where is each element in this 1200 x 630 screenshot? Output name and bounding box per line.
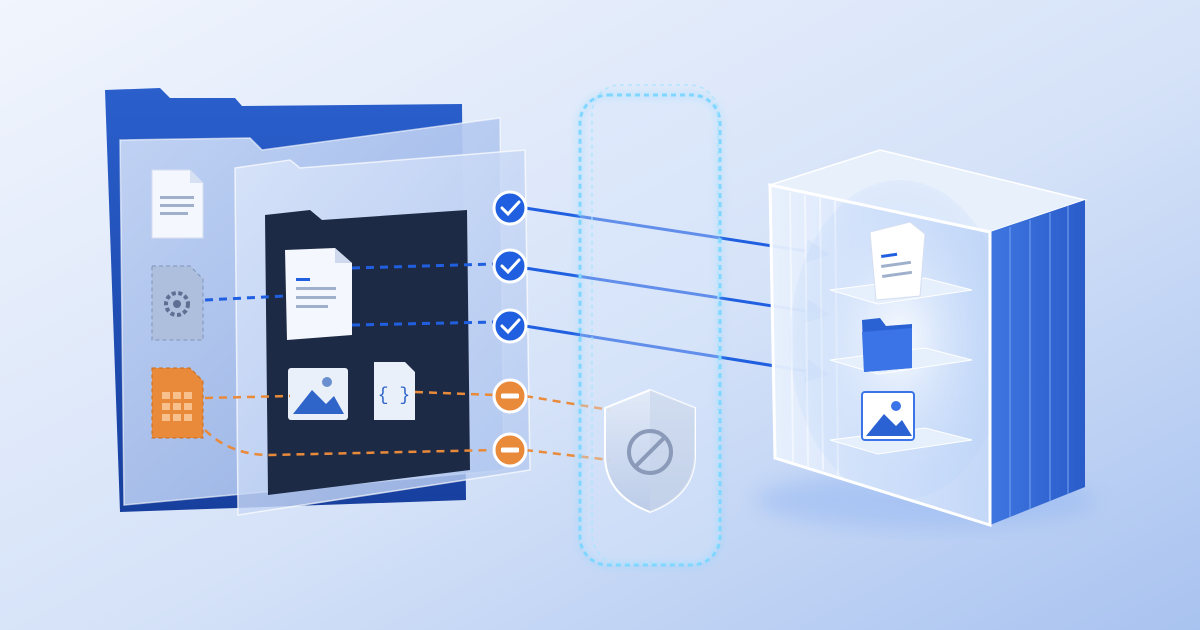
block-marker-2 <box>492 432 528 468</box>
checkmark-icon <box>500 258 521 275</box>
destination-storage <box>755 149 1095 528</box>
image-icon <box>861 391 915 441</box>
source-folder-front: { } <box>234 149 531 516</box>
filter-markers <box>492 190 528 468</box>
check-marker-2 <box>492 248 528 284</box>
check-marker-3 <box>492 308 528 344</box>
shelf-folders <box>829 318 973 375</box>
document-icon <box>151 169 204 239</box>
folder-icon <box>862 318 912 372</box>
minus-icon <box>501 393 519 399</box>
checkmark-icon <box>500 200 521 217</box>
blocked-flows <box>204 390 611 462</box>
checkmark-icon <box>500 318 521 335</box>
block-marker-1 <box>492 378 528 414</box>
text-document-icon <box>285 248 352 340</box>
code-file-icon: { } <box>374 362 415 420</box>
document-icon <box>869 221 926 301</box>
shield-blocked-icon <box>604 388 696 514</box>
spreadsheet-file-icon <box>151 367 204 439</box>
svg-text:{ }: { } <box>378 386 410 406</box>
shelf-documents <box>829 221 973 305</box>
image-file-icon <box>288 368 348 420</box>
shelf-images <box>829 391 973 455</box>
settings-file-icon <box>151 265 204 341</box>
check-marker-1 <box>492 190 528 226</box>
minus-icon <box>501 447 519 453</box>
